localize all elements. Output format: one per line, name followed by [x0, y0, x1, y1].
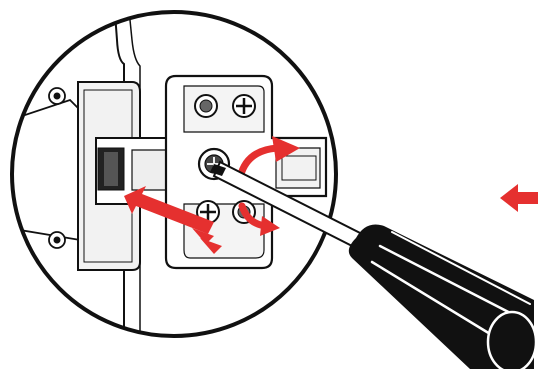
plate-screw-top-right — [233, 95, 255, 117]
direction-arrow-left-icon — [500, 184, 538, 212]
cup-screw-top — [49, 88, 65, 104]
cup-screw-bottom — [49, 232, 65, 248]
plate-screw-top-left — [195, 95, 217, 117]
